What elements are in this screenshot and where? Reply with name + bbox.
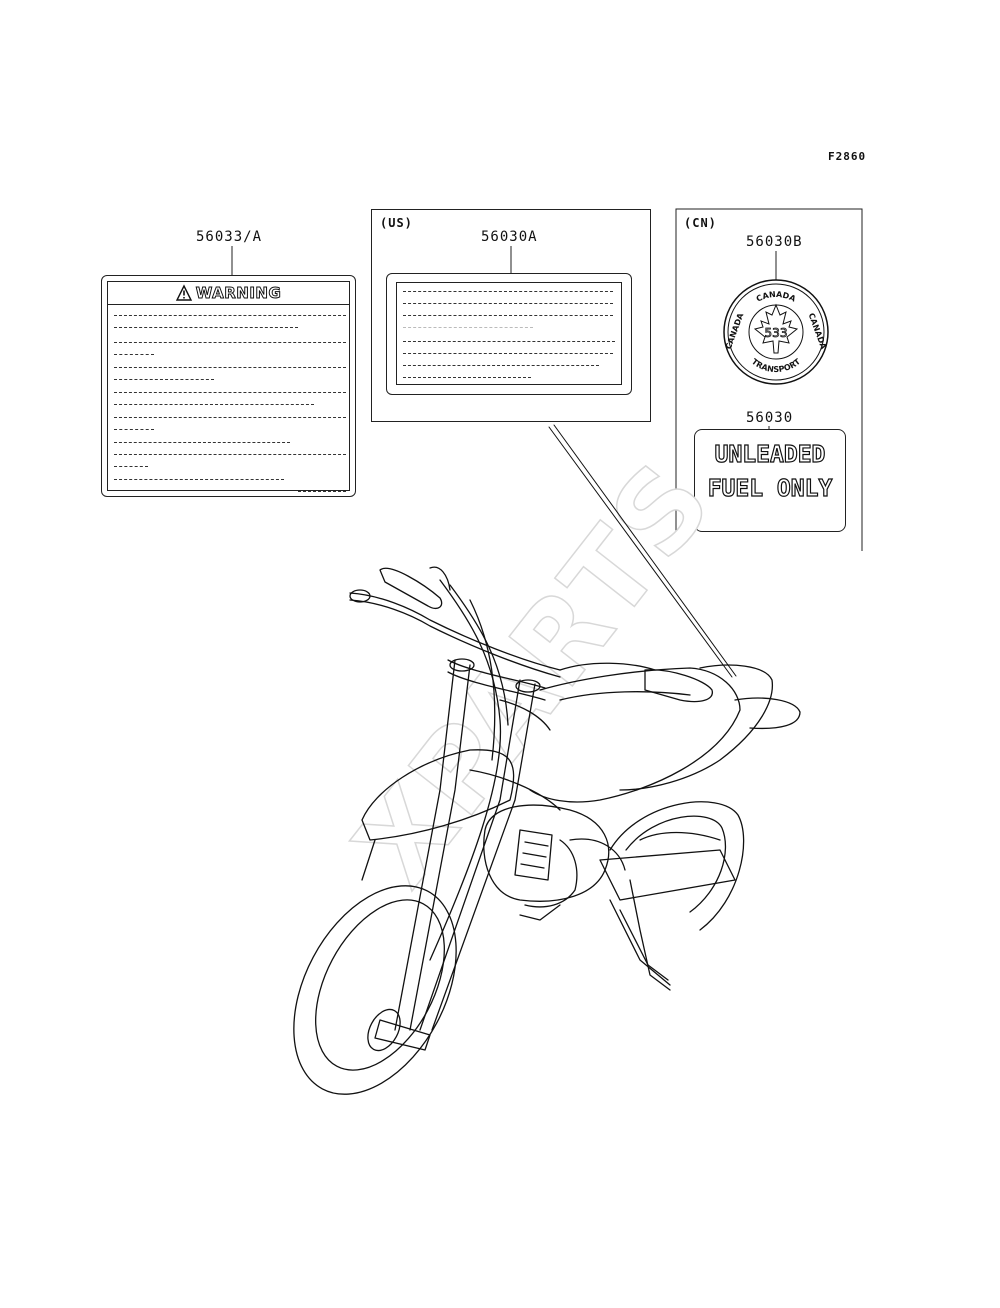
part-number-56033: 56033/A	[196, 229, 263, 245]
part-number-56030B: 56030B	[746, 234, 803, 250]
unleaded-fuel-label: UNLEADED FUEL ONLY	[694, 429, 846, 532]
seal-text-top: CANADA	[755, 290, 798, 304]
warning-heading: WARNING	[108, 282, 349, 305]
part-number-56030A: 56030A	[481, 229, 538, 245]
us-info-label	[386, 273, 632, 395]
text-line	[114, 342, 346, 343]
warning-triangle-icon	[175, 284, 192, 301]
text-line	[114, 466, 148, 467]
text-line	[114, 442, 290, 443]
part-number-56030: 56030	[746, 410, 794, 426]
warning-label-inner: WARNING	[107, 281, 350, 491]
text-line	[114, 354, 154, 355]
fuel-line-1: UNLEADED	[714, 441, 826, 468]
text-line	[114, 315, 346, 316]
text-line	[114, 367, 346, 368]
seal-number: 533	[765, 326, 788, 340]
warning-heading-text: WARNING	[195, 284, 282, 303]
us-panel	[371, 209, 651, 422]
text-line	[403, 353, 613, 354]
text-line	[403, 303, 613, 304]
text-line	[114, 417, 346, 418]
us-info-label-inner	[396, 282, 622, 385]
text-line	[403, 315, 613, 316]
region-cn: (CN)	[684, 216, 717, 230]
text-line	[114, 404, 314, 405]
text-line	[114, 327, 298, 328]
figure-id: F2860	[828, 150, 867, 163]
maple-leaf-icon	[753, 303, 799, 354]
label-code-line	[298, 491, 346, 492]
text-line	[403, 341, 615, 342]
text-line	[114, 454, 346, 455]
text-line	[403, 327, 533, 328]
text-line	[403, 291, 613, 292]
canada-seal: CANADA TRANSPORT CANADA CANADA 533	[723, 279, 829, 385]
text-line	[114, 379, 214, 380]
text-line	[114, 479, 284, 480]
warning-label: WARNING	[101, 275, 356, 497]
text-line	[403, 377, 531, 378]
text-line	[114, 429, 154, 430]
text-line	[114, 392, 346, 393]
text-line	[403, 365, 599, 366]
fuel-line-2: FUEL ONLY	[707, 475, 833, 502]
region-us: (US)	[380, 216, 413, 230]
